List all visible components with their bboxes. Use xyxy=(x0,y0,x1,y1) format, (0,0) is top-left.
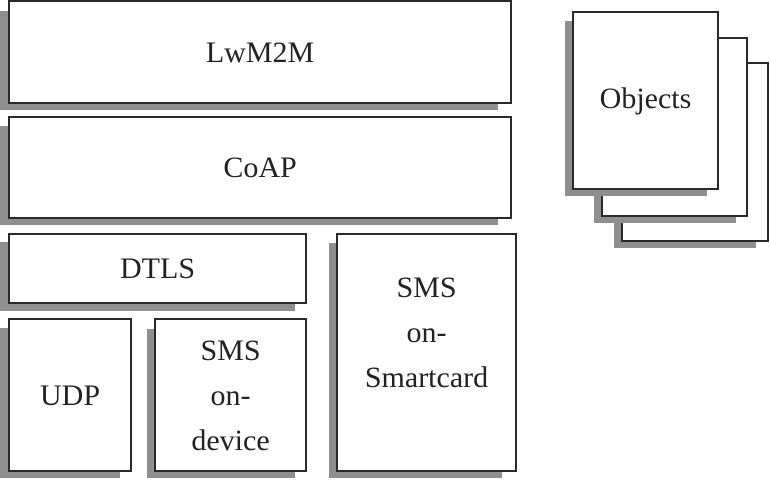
coap-layer: CoAP xyxy=(8,116,512,219)
objects-page-front: Objects xyxy=(572,11,719,190)
dtls-label: DTLS xyxy=(120,252,195,285)
lwm2m-layer: LwM2M xyxy=(8,0,512,104)
sms-on-device-layer: SMS on- device xyxy=(154,318,307,472)
objects-label: Objects xyxy=(599,82,692,115)
coap-label: CoAP xyxy=(223,151,297,184)
sms-on-smartcard-layer: SMS on- Smartcard xyxy=(336,233,517,472)
udp-label: UDP xyxy=(39,378,100,412)
udp-layer: UDP xyxy=(8,318,132,472)
dtls-layer: DTLS xyxy=(8,233,307,304)
sms-on-device-label: SMS on- device xyxy=(191,333,270,457)
sms-on-smartcard-label: SMS on- Smartcard xyxy=(364,271,489,394)
lwm2m-label: LwM2M xyxy=(205,35,315,69)
